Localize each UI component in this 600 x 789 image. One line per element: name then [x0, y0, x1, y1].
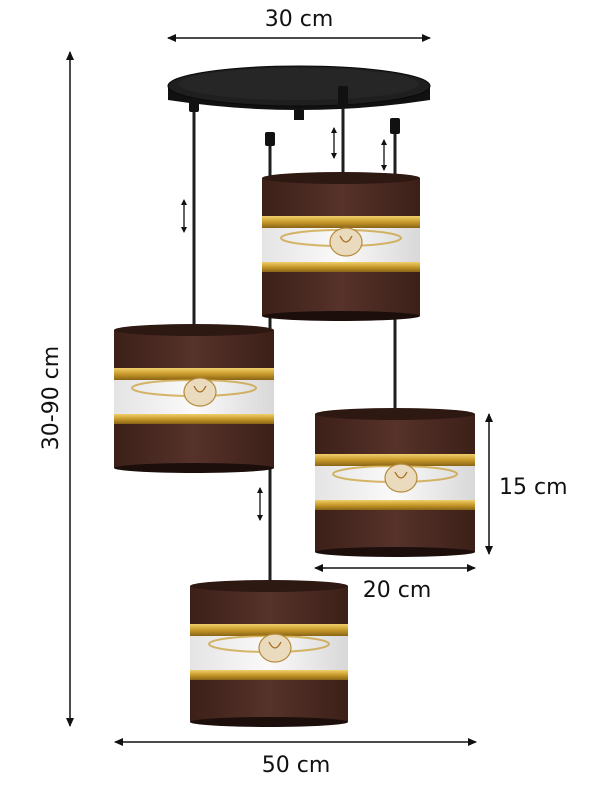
bulb-icon — [258, 633, 292, 663]
shade-width-dimension: 20 cm — [314, 564, 476, 603]
shade-height-label: 15 cm — [499, 475, 568, 500]
lamp-shade-4 — [190, 580, 348, 727]
bulb-icon — [384, 463, 418, 493]
lamp-shade-2 — [114, 324, 274, 473]
canopy-width-dimension: 30 cm — [167, 7, 431, 42]
total-height-dimension: 30-90 cm — [39, 51, 74, 727]
shade-width-label: 20 cm — [363, 578, 432, 603]
ceiling-canopy — [167, 65, 431, 120]
adjust-arrow-icon — [181, 127, 387, 521]
cable-grommets — [189, 86, 400, 146]
lamp-shade-3 — [315, 408, 475, 557]
bulb-icon — [183, 377, 217, 407]
total-width-label: 50 cm — [262, 753, 331, 778]
shade-height-dimension: 15 cm — [485, 413, 568, 555]
total-width-dimension: 50 cm — [114, 738, 477, 778]
total-height-label: 30-90 cm — [39, 346, 64, 450]
canopy-screw — [294, 110, 304, 120]
bulb-icon — [329, 227, 363, 257]
lamp-shade-1 — [262, 172, 420, 321]
canopy-width-label: 30 cm — [265, 7, 334, 32]
